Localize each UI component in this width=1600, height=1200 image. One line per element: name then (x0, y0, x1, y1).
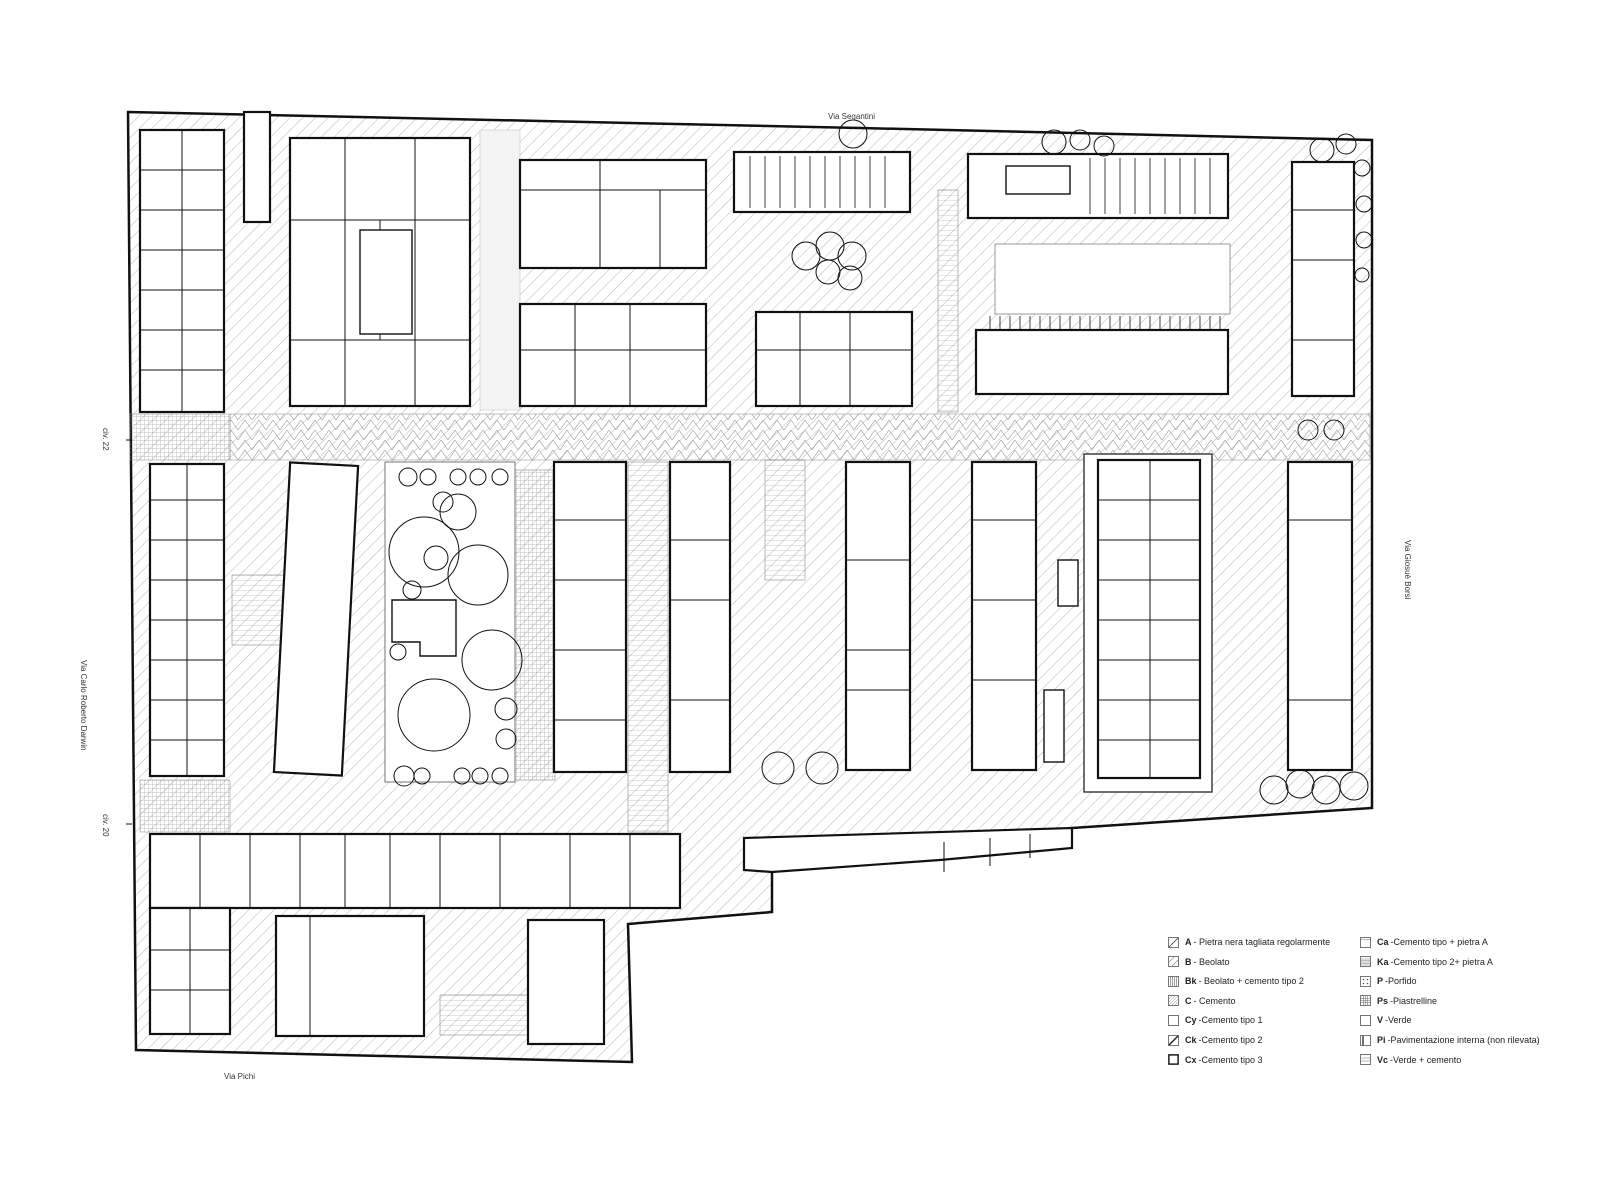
legend-code: Ca (1377, 937, 1389, 947)
legend-code: Bk (1185, 976, 1197, 987)
legend-text: -Cemento tipo 2+ pietra A (1390, 956, 1493, 967)
legend-item-v: V -Verde (1360, 1014, 1412, 1026)
legend-text: -Cemento tipo + pietra A (1390, 937, 1488, 947)
legend-swatch-icon (1168, 1034, 1185, 1046)
legend-item-pi: Pi-Pavimentazione interna (non rilevata) (1360, 1034, 1540, 1046)
legend-code: Pi (1377, 1035, 1386, 1045)
legend-item-p: P -Porfido (1360, 975, 1417, 987)
legend-swatch-icon (1360, 936, 1377, 948)
building-south-row (148, 832, 682, 910)
building-s5 (970, 460, 1038, 772)
legend-code: P (1377, 976, 1384, 987)
tower-n (242, 110, 272, 224)
legend-swatch-icon (1360, 975, 1377, 987)
building-s3 (668, 460, 732, 774)
legend-swatch-icon (1168, 975, 1185, 987)
north-lawn (994, 243, 1231, 315)
legend-code: Ps (1377, 995, 1389, 1006)
legend-swatch-icon (1360, 995, 1377, 1007)
civic-number-22: civ. 22 (101, 428, 110, 451)
legend-text: - Beolato (1193, 956, 1230, 967)
building-south-block (526, 918, 606, 1046)
legend-item-ka: Ka-Cemento tipo 2+ pietra A (1360, 956, 1493, 968)
legend-code: V (1377, 1015, 1384, 1026)
legend-item-cx: Cx-Cemento tipo 3 (1168, 1054, 1263, 1066)
legend-item-ca: Ca-Cemento tipo + pietra A (1360, 936, 1488, 948)
north-gap (479, 129, 521, 411)
building-ne (1290, 160, 1356, 398)
civic-number-20: civ. 20 (101, 814, 110, 837)
legend-text: -Piastrelline (1390, 995, 1438, 1006)
legend-text: -Cemento tipo 1 (1198, 1015, 1263, 1026)
legend-item-c: C - Cemento (1168, 995, 1236, 1007)
vertical-strip (627, 461, 669, 833)
vertical-strip-2 (764, 459, 806, 581)
legend-text: -Pavimentazione interna (non rilevata) (1387, 1035, 1540, 1045)
building-s6 (1096, 458, 1202, 780)
building-n3 (732, 150, 912, 214)
legend-swatch-icon (1360, 1034, 1377, 1046)
legend-code: B (1185, 956, 1192, 967)
legend-swatch-icon (1168, 936, 1185, 948)
garden-paving (514, 469, 556, 781)
legend-item-a: A - Pietra nera tagliata regolarmente (1168, 936, 1330, 948)
legend-swatch-icon (1360, 1054, 1377, 1065)
legend-swatch-icon (1360, 1014, 1377, 1026)
legend-code: A (1185, 937, 1192, 947)
building-n2a (518, 158, 708, 270)
legend-item-vc: Vc-Verde + cemento (1360, 1054, 1461, 1066)
street-label-south: Via Pichi (224, 1072, 255, 1081)
ramp-west (231, 574, 285, 646)
legend-swatch-icon (1168, 1014, 1185, 1026)
building-s4 (844, 460, 912, 772)
legend-code: Ck (1185, 1035, 1197, 1045)
building-n2b (518, 302, 708, 408)
legend-text: -Cemento tipo 3 (1198, 1054, 1263, 1065)
legend-text: - Beolato + cemento tipo 2 (1198, 976, 1304, 987)
legend-swatch-icon (1168, 1054, 1185, 1065)
legend-code: C (1185, 995, 1192, 1006)
central-path (229, 413, 1371, 461)
legend-text: - Cemento (1193, 995, 1236, 1006)
building-s1 (272, 461, 360, 777)
building-s2 (552, 460, 628, 774)
building-n6 (974, 328, 1230, 396)
legend-text: -Porfido (1385, 976, 1417, 987)
legend-code: Vc (1377, 1054, 1389, 1065)
garden-pavilion (391, 599, 457, 657)
legend-swatch-icon (1168, 995, 1185, 1007)
west-porch-paving (129, 413, 231, 461)
street-label-west: Via Carlo Roberto Darwin (79, 660, 88, 751)
legend-swatch-icon (1168, 956, 1185, 967)
legend-text: -Cemento tipo 2 (1198, 1035, 1263, 1045)
legend-code: Cx (1185, 1054, 1197, 1065)
legend-code: Ka (1377, 956, 1389, 967)
legend-text: - Pietra nera tagliata regolarmente (1193, 937, 1331, 947)
building-south-hall (274, 914, 426, 1038)
legend-item-bk: Bk- Beolato + cemento tipo 2 (1168, 975, 1304, 987)
south-paving (439, 994, 531, 1036)
legend-item-ps: Ps-Piastrelline (1360, 995, 1437, 1007)
street-label-north: Via Segantini (828, 112, 875, 121)
south-porch-paving (139, 779, 231, 833)
legend-code: Cy (1185, 1015, 1197, 1026)
building-n4 (754, 310, 914, 408)
legend-swatch-icon (1360, 956, 1377, 967)
legend-text: -Verde (1385, 1015, 1412, 1026)
legend-item-b: B - Beolato (1168, 956, 1230, 968)
building-s7 (1286, 460, 1354, 772)
legend-item-ck: Ck-Cemento tipo 2 (1168, 1034, 1263, 1046)
legend-text: -Verde + cemento (1390, 1054, 1462, 1065)
north-gap-2 (937, 189, 959, 413)
legend-item-cy: Cy-Cemento tipo 1 (1168, 1014, 1263, 1026)
street-label-east: Via Giosuè Borsi (1403, 540, 1412, 600)
